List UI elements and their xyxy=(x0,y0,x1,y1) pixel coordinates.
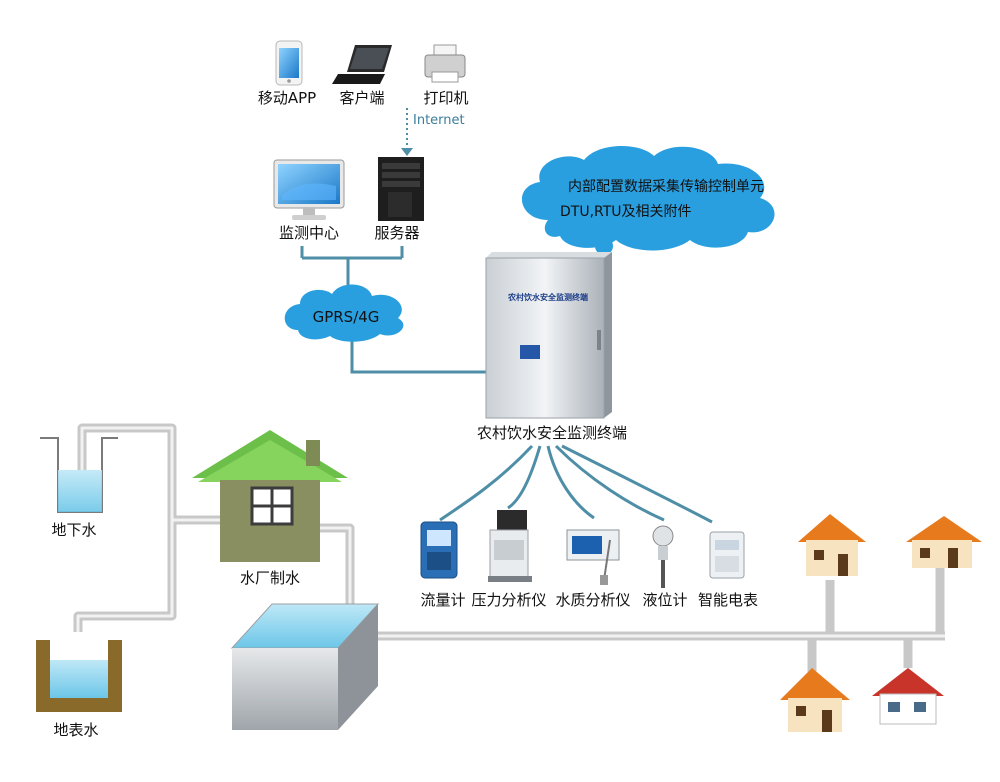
terminal-label: 农村饮水安全监测终端 xyxy=(477,424,627,442)
house-2-icon xyxy=(906,516,982,568)
smart-meter-label: 智能电表 xyxy=(698,591,758,609)
server-label: 服务器 xyxy=(374,224,419,242)
flowmeter-label: 流量计 xyxy=(420,591,465,609)
pressure-label: 压力分析仪 xyxy=(471,591,546,609)
monitor-icon xyxy=(273,159,345,220)
cabinet-title: 农村饮水安全监测终端 xyxy=(507,292,588,302)
monitoring-cabinet xyxy=(485,252,612,419)
groundwater-well-icon xyxy=(40,437,118,513)
flowmeter-icon xyxy=(420,521,458,579)
internet-arrow xyxy=(401,108,413,156)
printer-icon xyxy=(424,44,466,83)
server-icon xyxy=(378,157,424,221)
client-label: 客户端 xyxy=(339,89,384,107)
cloud-line-1: 内部配置数据采集传输控制单元 xyxy=(568,178,764,195)
water-plant-label: 水厂制水 xyxy=(240,569,300,587)
monitor-center-label: 监测中心 xyxy=(279,224,339,242)
internet-label: Internet xyxy=(413,113,465,128)
house-1-icon xyxy=(798,514,866,576)
water-pipes-highlight xyxy=(76,426,945,638)
gprs-label: GPRS/4G xyxy=(313,308,380,326)
sensor-links xyxy=(439,444,713,524)
level-meter-label: 液位计 xyxy=(642,591,687,609)
house-4-icon xyxy=(872,668,944,725)
smart-meter-icon xyxy=(709,531,745,579)
cloud-line-2: DTU,RTU及相关附件 xyxy=(560,204,692,220)
gprs-cloud xyxy=(284,284,404,342)
water-tank-icon xyxy=(230,603,380,730)
water-quality-analyzer-icon xyxy=(566,529,620,585)
mobile-app-label: 移动APP xyxy=(258,89,316,107)
house-3-icon xyxy=(780,668,850,732)
surface-water-pit-icon xyxy=(36,640,122,712)
pressure-analyzer-icon xyxy=(488,510,532,582)
printer-label: 打印机 xyxy=(423,89,468,107)
laptop-icon xyxy=(332,45,392,84)
surface-water-label: 地表水 xyxy=(53,721,98,739)
groundwater-label: 地下水 xyxy=(51,521,96,539)
network-lines xyxy=(300,246,488,374)
water-plant-icon xyxy=(192,430,348,562)
mobile-phone-icon xyxy=(275,40,303,86)
level-meter-icon xyxy=(652,525,674,588)
water-quality-label: 水质分析仪 xyxy=(555,591,630,609)
